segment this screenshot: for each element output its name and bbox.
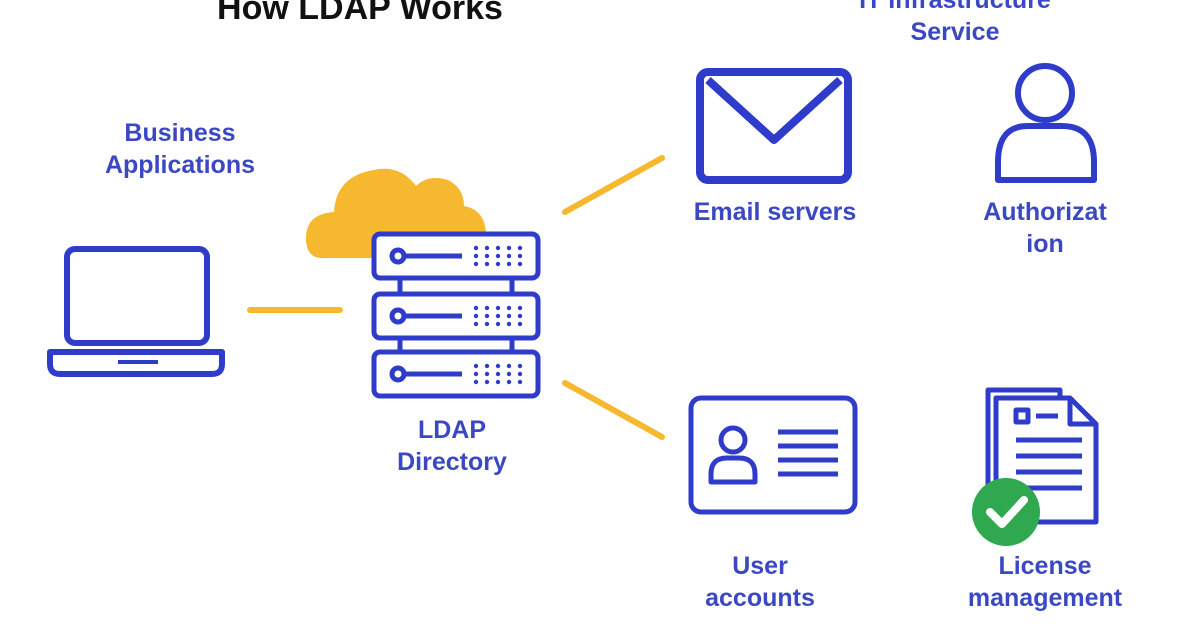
server-vent-dot bbox=[484, 305, 490, 311]
server-vent-dot bbox=[473, 379, 479, 385]
id-card-icon bbox=[688, 395, 858, 515]
server-vent-dot bbox=[517, 313, 523, 319]
server-vent-dot bbox=[517, 305, 523, 311]
server-vent-dot bbox=[495, 313, 501, 319]
user-icon bbox=[995, 63, 1097, 183]
server-vent-dot bbox=[495, 363, 501, 369]
server-vent-dot bbox=[473, 363, 479, 369]
server-vent-dot bbox=[473, 371, 479, 377]
business-applications-label: Business Applications bbox=[104, 119, 255, 179]
server-vent-dot bbox=[495, 245, 501, 251]
server-vent-dot bbox=[517, 321, 523, 327]
server-vent-dot bbox=[484, 245, 490, 251]
server-vent-dot bbox=[506, 371, 512, 377]
envelope-icon bbox=[696, 68, 852, 184]
server-vent-dot bbox=[506, 261, 512, 267]
server-vent-dot bbox=[484, 363, 490, 369]
server-vent-dot bbox=[517, 379, 523, 385]
server-vent-dot bbox=[495, 305, 501, 311]
check-badge-icon bbox=[972, 478, 1040, 546]
infrastructure-service-label: IT Infrastructure Service bbox=[859, 0, 1051, 46]
server-vent-dot bbox=[495, 379, 501, 385]
email-servers-label: Email servers bbox=[693, 198, 857, 226]
server-vent-dot bbox=[484, 253, 490, 259]
connector-ldap-accounts bbox=[562, 380, 665, 440]
server-vent-dot bbox=[484, 379, 490, 385]
server-vent-dot bbox=[517, 371, 523, 377]
server-vent-dot bbox=[473, 321, 479, 327]
server-vent-dot bbox=[517, 363, 523, 369]
server-vent-dot bbox=[517, 253, 523, 259]
server-vent-dot bbox=[506, 253, 512, 259]
server-vent-dot bbox=[484, 313, 490, 319]
server-vent-dot bbox=[495, 261, 501, 267]
server-vent-dot bbox=[506, 379, 512, 385]
license-management-label: License management bbox=[967, 552, 1123, 612]
user-accounts-label: User accounts bbox=[705, 552, 815, 612]
server-vent-dot bbox=[495, 371, 501, 377]
server-vent-dot bbox=[506, 245, 512, 251]
server-vent-dot bbox=[517, 261, 523, 267]
server-vent-dot bbox=[473, 313, 479, 319]
server-vent-dot bbox=[484, 261, 490, 267]
server-vent-dot bbox=[473, 245, 479, 251]
server-vent-dot bbox=[506, 363, 512, 369]
server-vent-dot bbox=[473, 261, 479, 267]
server-vent-dot bbox=[517, 245, 523, 251]
server-vent-dot bbox=[484, 321, 490, 327]
server-vent-dot bbox=[506, 321, 512, 327]
server-dots bbox=[473, 245, 523, 385]
server-vent-dot bbox=[495, 253, 501, 259]
authorization-label: Authorizat ion bbox=[983, 198, 1107, 258]
ldap-directory-label: LDAP Directory bbox=[397, 416, 507, 476]
server-vent-dot bbox=[506, 313, 512, 319]
page-title: How LDAP Works bbox=[217, 0, 503, 27]
server-vent-dot bbox=[484, 371, 490, 377]
server-stack-icon bbox=[371, 231, 541, 399]
server-vent-dot bbox=[506, 305, 512, 311]
server-vent-dot bbox=[473, 253, 479, 259]
server-vent-dot bbox=[495, 321, 501, 327]
server-vent-dot bbox=[473, 305, 479, 311]
connector-ldap-email bbox=[562, 155, 665, 215]
laptop-icon bbox=[47, 246, 225, 377]
